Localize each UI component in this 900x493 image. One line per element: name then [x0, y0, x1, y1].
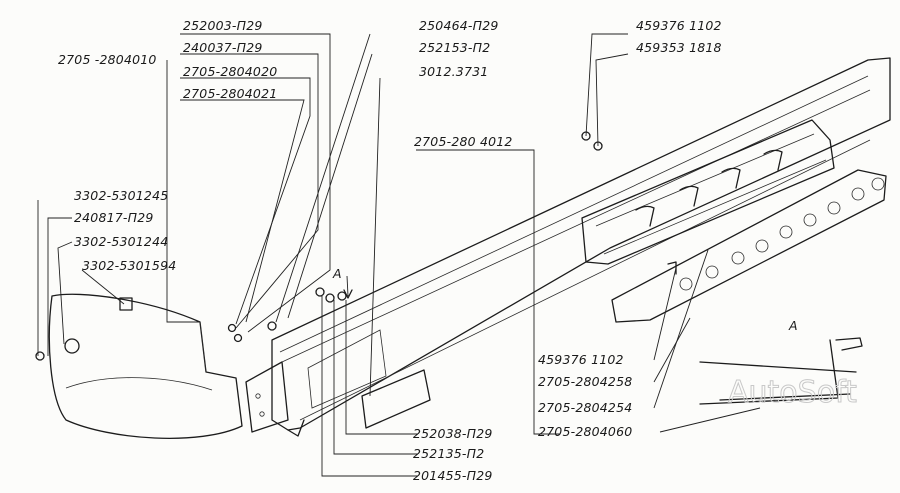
label-3302-5301245: 3302-5301245 — [74, 188, 168, 203]
label-252003: 252003-П29 — [183, 18, 263, 33]
label-4593761102-top: 459376 1102 — [636, 18, 722, 33]
label-201455: 201455-П29 — [413, 468, 493, 483]
part-labels: 2705 -2804010 252003-П29 240037-П29 2705… — [58, 18, 798, 483]
label-4593761102-bottom: 459376 1102 — [538, 352, 624, 367]
detail-a-bracket — [699, 337, 863, 405]
section-arrow-a — [343, 275, 353, 299]
label-3302-5301594: 3302-5301594 — [82, 258, 176, 273]
fasteners — [35, 131, 677, 361]
leader-lines — [37, 33, 761, 477]
label-252038: 252038-П29 — [413, 426, 493, 441]
label-2705-2804010: 2705 -2804010 — [58, 52, 157, 67]
label-2705-2804258: 2705-2804258 — [538, 374, 632, 389]
label-detail-a: А — [788, 318, 798, 333]
label-3302-5301244: 3302-5301244 — [74, 234, 168, 249]
bumper-beam — [245, 57, 891, 437]
license-plate — [361, 369, 431, 429]
label-3012-3731: 3012.3731 — [419, 64, 488, 79]
label-240037: 240037-П29 — [183, 40, 263, 55]
label-2705-2804020: 2705-2804020 — [183, 64, 277, 79]
label-250464: 250464-П29 — [419, 18, 499, 33]
bumper-end-cap — [48, 293, 243, 439]
label-section-a: А — [332, 266, 342, 281]
label-4593531818: 459353 1818 — [636, 40, 722, 55]
label-2705-2804012: 2705-280 4012 — [414, 134, 513, 149]
step-assembly — [581, 119, 887, 323]
watermark: AutoSoft — [728, 375, 857, 410]
label-2705-2804021: 2705-2804021 — [183, 86, 277, 101]
label-252135: 252135-П2 — [413, 446, 484, 461]
label-2705-2804060: 2705-2804060 — [538, 424, 632, 439]
label-2705-2804254: 2705-2804254 — [538, 400, 632, 415]
label-252153: 252153-П2 — [419, 40, 490, 55]
label-240817: 240817-П29 — [74, 210, 154, 225]
